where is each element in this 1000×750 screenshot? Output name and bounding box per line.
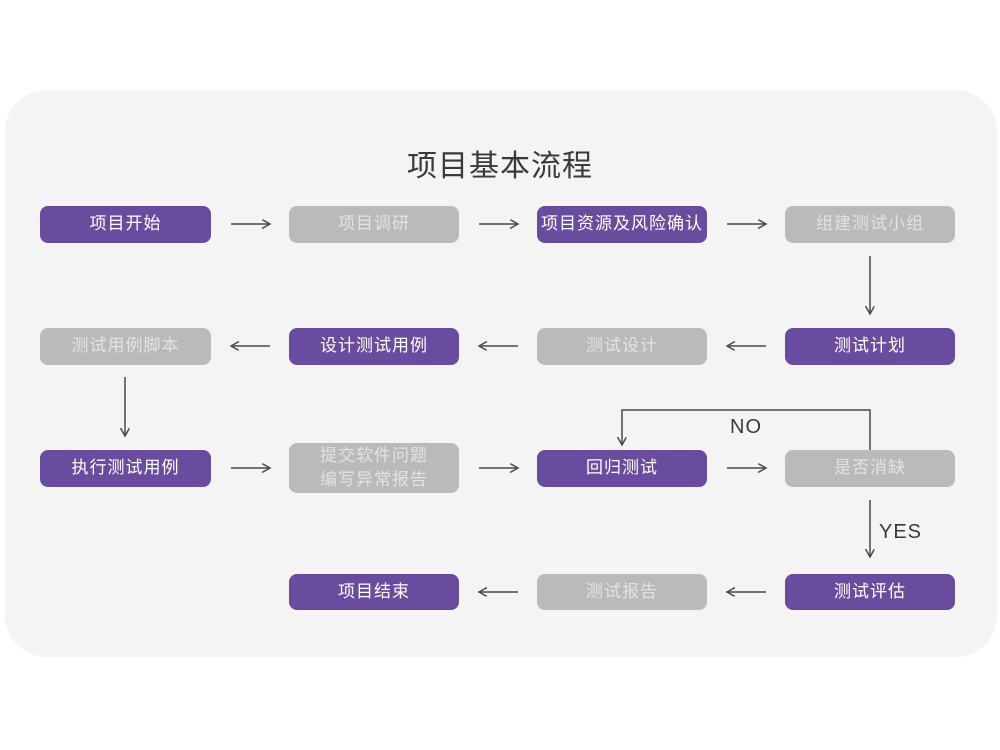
node-resource-risk-confirm: 项目资源及风险确认	[537, 206, 707, 243]
node-submit-issue-report: 提交软件问题 编写异常报告	[289, 443, 459, 493]
node-design-test-case: 设计测试用例	[289, 328, 459, 365]
edge-label-yes: YES	[879, 521, 923, 543]
node-regression-test: 回归测试	[537, 450, 707, 487]
node-project-start: 项目开始	[40, 206, 211, 243]
node-project-end: 项目结束	[289, 574, 459, 610]
page-title: 项目基本流程	[407, 150, 593, 183]
node-test-plan: 测试计划	[785, 328, 955, 365]
node-build-test-team: 组建测试小组	[785, 206, 955, 243]
node-test-case-script: 测试用例脚本	[40, 328, 211, 365]
flowchart-card	[5, 90, 997, 657]
node-defect-eliminated-check: 是否消缺	[785, 450, 955, 487]
node-execute-test-case: 执行测试用例	[40, 450, 211, 487]
node-test-design: 测试设计	[537, 328, 707, 365]
node-test-report: 测试报告	[537, 574, 707, 610]
node-test-evaluate: 测试评估	[785, 574, 955, 610]
node-project-research: 项目调研	[289, 206, 459, 243]
edge-label-no: NO	[730, 416, 762, 438]
